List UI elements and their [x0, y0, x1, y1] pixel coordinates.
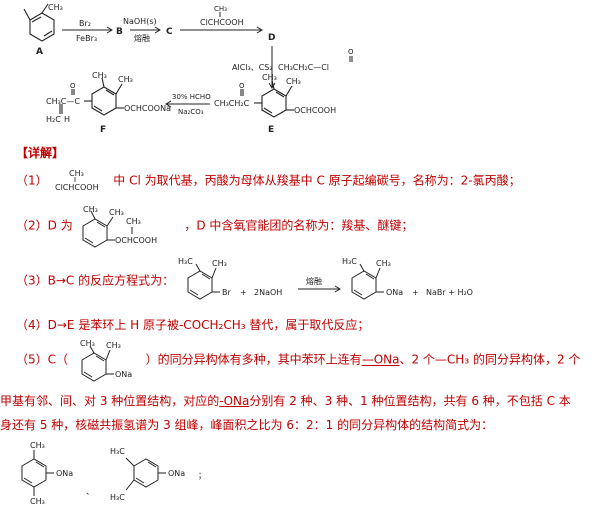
- svg-text:NaBr + H₂O: NaBr + H₂O: [426, 288, 473, 297]
- compound-c-structure: CH₃ CH₃ ONa: [80, 339, 132, 382]
- answer-line-3: （3）B→C 的反应方程式为： H₃C CH₃ Br + 2NaOH 熔融 H₃…: [16, 256, 498, 306]
- item-number-2: （2）D 为: [16, 218, 73, 233]
- compound-e-structure: [240, 79, 294, 118]
- step5-base: Na₂CO₃: [178, 108, 204, 116]
- answer-5-text-b: 、2 个—CH₃ 的同分异构体，2 个: [399, 352, 581, 367]
- svg-text:CH₃: CH₃: [106, 341, 121, 350]
- compound-f-oxygen: O: [70, 82, 76, 90]
- compound-e-methyl-1: CH₃: [262, 73, 277, 82]
- compound-a-methyl: CH₃: [48, 3, 63, 12]
- compound-d-structure: CH₃ CH₃ CH₃ OCHCOOH: [82, 205, 157, 248]
- label-a: A: [36, 47, 43, 57]
- step2-reagent: NaOH(s): [123, 17, 157, 26]
- label-f: F: [100, 125, 106, 135]
- isomer-3-5-dimethyl-structure: [125, 457, 166, 491]
- compound-f-h: H: [64, 115, 70, 124]
- compound-e-acyl: CH₃CH₂C: [214, 99, 250, 108]
- svg-text:CH₃: CH₃: [126, 217, 141, 226]
- svg-text:；: ；: [198, 471, 206, 480]
- svg-text:CH₃: CH₃: [30, 441, 45, 450]
- item-number-1: （1）: [16, 173, 48, 188]
- isomer-answers: CH₃ ONa CH₃ 、 H₃C ONa H₃C ；: [21, 441, 206, 506]
- arrow-e-to-f: [165, 100, 210, 108]
- chloropropanoic-acid-structure: CH₃ ClCHCOOH: [55, 169, 99, 192]
- arrow-a-to-b: [62, 26, 113, 34]
- reagent3: ClCHCOOH: [200, 18, 244, 27]
- step1-catalyst: FeBr₃: [76, 34, 97, 43]
- svg-text:CH₃: CH₃: [30, 497, 45, 506]
- compound-f-structure: [59, 77, 124, 116]
- svg-text:CH₃: CH₃: [83, 205, 98, 214]
- item-number-5: （5）C（: [16, 352, 69, 367]
- answer-6-text-a: 甲基有邻、间、对 3 种位置结构，对应的: [0, 394, 220, 408]
- answer-4-text: （4）D→E 是苯环上 H 原子被-COCH₂CH₃ 替代，属于取代反应；: [16, 318, 370, 332]
- compound-f-acyl: CH₃C—C: [46, 97, 80, 106]
- svg-text:ONa: ONa: [115, 370, 132, 379]
- svg-text:+: +: [240, 288, 247, 297]
- reagent3-methyl: CH₃: [214, 5, 227, 13]
- compound-e-oxygen: O: [239, 82, 245, 90]
- compound-f-methyl-1: CH₃: [92, 71, 107, 80]
- answer-2-text: ，D 中含氧官能团的名称为：羧基、醚键；: [184, 218, 414, 233]
- svg-text:ONa: ONa: [386, 288, 403, 297]
- step4-catalyst: AlCl₃、CS₂: [232, 63, 273, 72]
- svg-text:CH₃: CH₃: [69, 169, 84, 178]
- step4-reagent: CH₃CH₂C—Cl: [278, 63, 329, 72]
- answer-line-5: （5）C（ CH₃ CH₃ ONa ）的同分异构体有多种，其中苯环上连有—ONa…: [16, 338, 580, 382]
- answer-line-2: （2）D 为 CH₃ CH₃ CH₃ OCHCOOH ，D 中含氧官能团的名称为…: [16, 204, 413, 248]
- answer-6-ona: -ONa: [219, 394, 250, 408]
- svg-text:ONa: ONa: [56, 469, 73, 478]
- svg-text:CH₃: CH₃: [376, 259, 391, 268]
- reaction-scheme: CH₃ A Br₂ FeBr₃ B NaOH(s) 熔融 C CH₃ ClCHC…: [23, 3, 354, 135]
- step5-reagent: 30% HCHO: [172, 93, 211, 101]
- answer-line-6: 甲基有邻、间、对 3 种位置结构，对应的-ONa分别有 2 种、3 种、1 种位…: [0, 392, 571, 409]
- svg-text:、: 、: [86, 487, 94, 496]
- section-heading: 【详解】: [16, 146, 65, 160]
- answer-1-text: 中 Cl 为取代基，丙酸为母体从羧基中 C 原子起编碳号，名称为：2-氯丙酸；: [113, 173, 521, 188]
- svg-text:CH₃: CH₃: [109, 208, 124, 217]
- compound-e-methyl-2: CH₃: [286, 77, 301, 86]
- answer-line-1: （1） CH₃ ClCHCOOH 中 Cl 为取代基，丙酸为母体从羧基中 C 原…: [16, 168, 521, 194]
- compound-a-structure: [23, 3, 55, 42]
- svg-text:H₃C: H₃C: [110, 447, 125, 456]
- step1-reagent: Br₂: [79, 19, 91, 28]
- answer-7-text: 身还有 5 种，核磁共振氢谱为 3 组峰，峰面积之比为 6：2：1 的同分异构体…: [0, 418, 494, 432]
- label-d: D: [268, 33, 275, 43]
- answer-line-7: 身还有 5 种，核磁共振氢谱为 3 组峰，峰面积之比为 6：2：1 的同分异构体…: [0, 416, 493, 433]
- reaction-equation-b-to-c: H₃C CH₃ Br + 2NaOH 熔融 H₃C CH₃ ONa + NaBr…: [178, 257, 473, 300]
- answer-5-ona: —ONa: [361, 352, 400, 367]
- compound-f-ch2: H₂C: [46, 115, 61, 124]
- svg-text:H₃C: H₃C: [178, 257, 193, 266]
- arrow-b-to-c: [130, 26, 161, 34]
- svg-text:ONa: ONa: [168, 469, 185, 478]
- item-number-3: （3）B→C 的反应方程式为：: [16, 273, 175, 288]
- svg-text:CH₃: CH₃: [80, 339, 95, 348]
- step2-condition: 熔融: [134, 33, 150, 43]
- label-c: C: [166, 27, 173, 37]
- answer-line-4: （4）D→E 是苯环上 H 原子被-COCH₂CH₃ 替代，属于取代反应；: [16, 316, 369, 333]
- svg-text:+: +: [412, 288, 419, 297]
- answer-6-text-b: 分别有 2 种、3 种、1 种位置结构，共有 6 种，不包括 C 本: [249, 394, 571, 408]
- svg-text:熔融: 熔融: [306, 276, 322, 286]
- answer-5-text-a: ）的同分异构体有多种，其中苯环上连有: [145, 352, 362, 367]
- arrow-c-to-d: [180, 12, 263, 34]
- compound-f-ether: OCHCOONa: [124, 104, 171, 113]
- compound-e-ether: OCHCOOH: [294, 106, 336, 115]
- svg-text:Br: Br: [222, 288, 231, 297]
- compound-f-methyl-2: CH₃: [118, 75, 133, 84]
- svg-text:ClCHCOOH: ClCHCOOH: [55, 183, 99, 192]
- svg-text:H₃C: H₃C: [342, 257, 357, 266]
- step4-oxygen: O: [348, 48, 354, 56]
- svg-text:H₃C: H₃C: [110, 493, 125, 502]
- svg-text:2NaOH: 2NaOH: [254, 288, 282, 297]
- svg-text:OCHCOOH: OCHCOOH: [115, 236, 157, 245]
- label-e: E: [268, 125, 274, 135]
- svg-text:CH₃: CH₃: [212, 259, 227, 268]
- label-b: B: [116, 27, 123, 37]
- isomer-2-6-dimethyl-structure: [21, 450, 54, 496]
